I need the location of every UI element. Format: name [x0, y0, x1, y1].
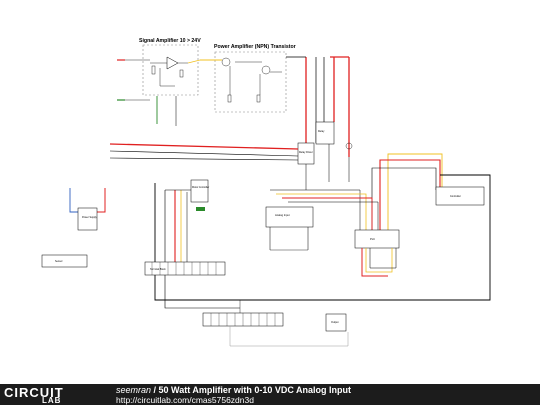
lamp-symbol: [345, 142, 353, 150]
logo-text-bottom: LAB: [42, 396, 62, 405]
signal-amplifier-label: Signal Amplifier 10 > 24V: [139, 38, 201, 44]
plc-box: [354, 229, 400, 249]
sensor-label: Sensor: [55, 260, 63, 263]
relay-driver-label: Relay Driver: [299, 151, 313, 154]
credit-separator: /: [151, 385, 159, 395]
logo-text-top: CIRCUIT: [4, 385, 64, 400]
relay-box: [315, 121, 335, 145]
transistor-symbol: [261, 65, 271, 75]
transistor-symbol: [221, 57, 231, 67]
output-box: [325, 313, 347, 332]
sensor-box: [41, 254, 88, 268]
relay-label: Relay: [318, 130, 325, 133]
controller-label: Controller: [450, 195, 461, 198]
motor-controller-label: Motor Controller: [192, 186, 209, 189]
schematic-svg: Signal Amplifier 10 > 24V Power Amplifie…: [41, 38, 491, 347]
power-amplifier-label: Power Amplifier (NPN) Transistor: [214, 44, 296, 50]
author-name[interactable]: seemran: [116, 385, 152, 395]
signal-amplifier-box: [142, 44, 199, 96]
opamp-symbol: [166, 56, 179, 70]
terminal-block-label: Terminal Block: [150, 268, 166, 271]
power-supply-box: [77, 207, 98, 231]
motor-controller-box: [190, 179, 209, 203]
plc-label: PLC: [370, 237, 375, 241]
ground-symbol: [196, 207, 205, 211]
controller-box: [435, 186, 485, 206]
analog-input-label: Analog Input: [275, 213, 290, 217]
schematic-credit: seemran / 50 Watt Amplifier with 0-10 VD…: [116, 385, 351, 395]
power-amplifier-box: [214, 51, 287, 113]
schematic-url[interactable]: http://circuitlab.com/cmas5756zdn3d: [116, 395, 254, 405]
power-supply-label: Power Supply: [82, 216, 98, 219]
output-label: Output: [331, 321, 339, 324]
footer-bar: CIRCUIT LAB seemran / 50 Watt Amplifier …: [0, 384, 540, 405]
circuitlab-logo[interactable]: CIRCUIT LAB: [4, 385, 94, 405]
schematic-canvas: Signal Amplifier 10 > 24V Power Amplifie…: [41, 38, 491, 347]
analog-input-box: [265, 206, 314, 228]
schematic-title: 50 Watt Amplifier with 0-10 VDC Analog I…: [158, 385, 352, 395]
terminal-block-1: [144, 261, 226, 276]
